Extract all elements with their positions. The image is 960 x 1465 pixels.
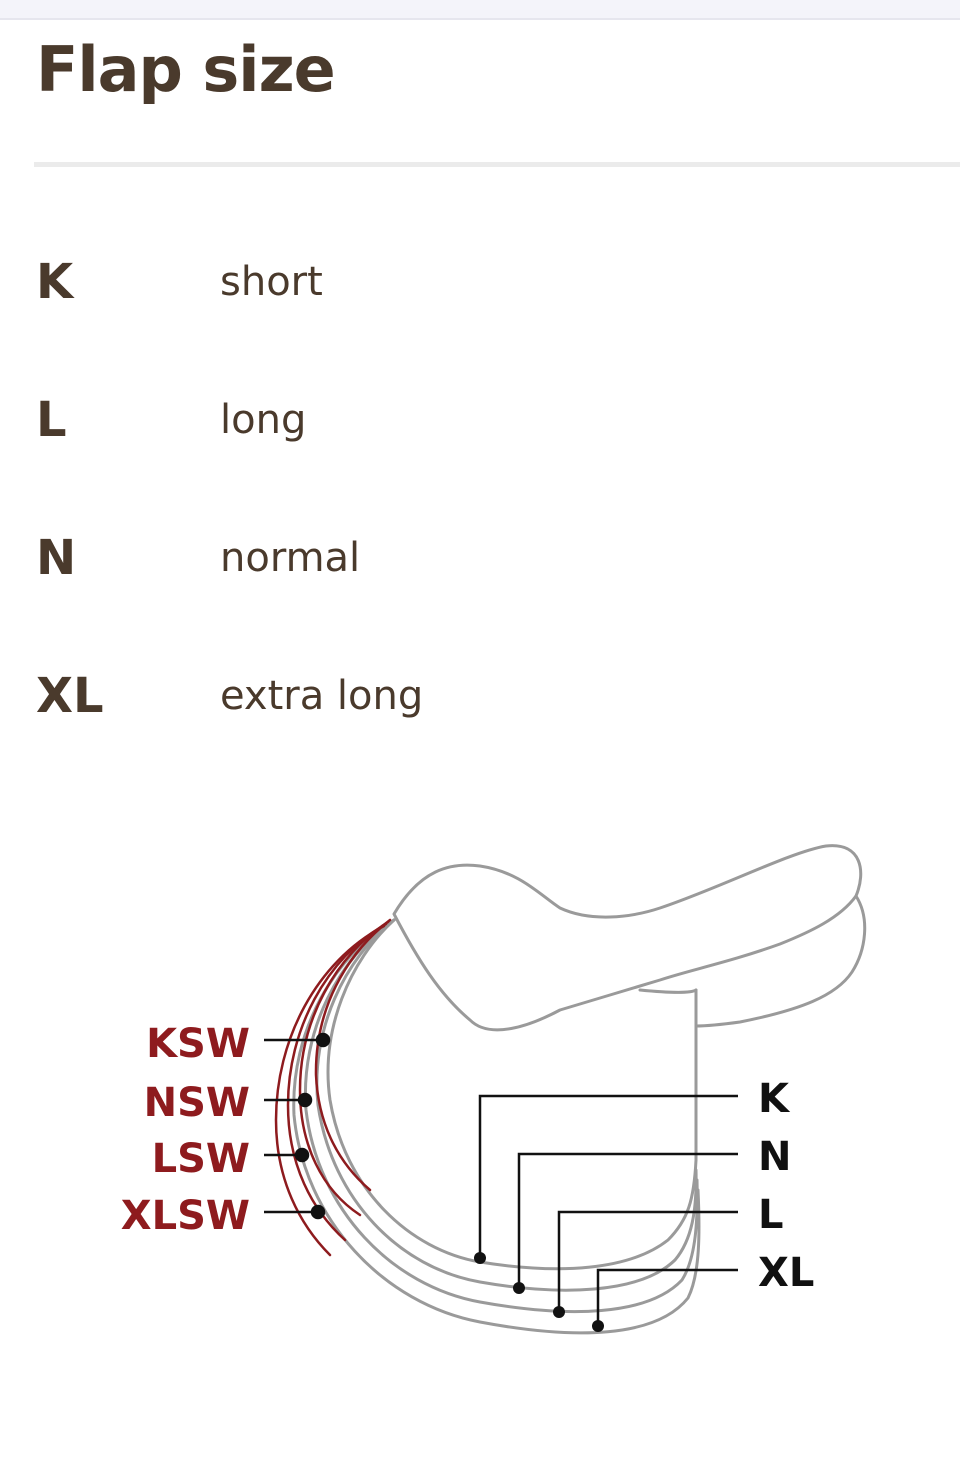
size-code: N xyxy=(36,530,77,586)
label-l: L xyxy=(758,1192,784,1238)
leader-line-l xyxy=(557,1210,738,1312)
size-code: K xyxy=(36,254,74,310)
sw-line-lsw xyxy=(286,922,388,1242)
sw-line-ksw xyxy=(314,918,392,1192)
size-description: short xyxy=(220,259,323,305)
label-xlsw: XLSW xyxy=(121,1193,250,1239)
size-description: extra long xyxy=(220,673,424,719)
page-title: Flap size xyxy=(36,33,336,106)
sw-line-xlsw xyxy=(274,924,386,1257)
label-nsw: NSW xyxy=(144,1080,250,1126)
label-xl: XL xyxy=(758,1250,814,1296)
size-code: XL xyxy=(36,668,104,724)
marker-dot-k xyxy=(474,1252,486,1264)
flap-outline-n xyxy=(315,918,698,1292)
saddle-panel-line xyxy=(638,988,698,994)
flap-outline-l xyxy=(303,918,699,1314)
leader-line-n xyxy=(517,1152,738,1288)
size-code: L xyxy=(36,392,67,448)
marker-dot-xlsw xyxy=(310,1204,326,1220)
divider xyxy=(34,162,960,167)
flap-outline-k xyxy=(326,918,698,1271)
marker-dot-n xyxy=(513,1282,525,1294)
flap-outline-xl xyxy=(292,918,701,1335)
label-k: K xyxy=(758,1076,791,1122)
size-description: normal xyxy=(220,535,361,581)
label-n: N xyxy=(758,1134,791,1180)
leader-line-k xyxy=(478,1094,738,1258)
marker-dot-ksw xyxy=(315,1032,331,1048)
top-bar xyxy=(0,0,960,20)
saddle-flap-diagram: KSW NSW LSW XLSW K N L XL xyxy=(121,844,867,1335)
marker-dot-nsw xyxy=(297,1092,313,1108)
sw-line-nsw xyxy=(298,920,390,1217)
saddle-cantle-outline xyxy=(694,894,867,1028)
label-lsw: LSW xyxy=(152,1136,250,1182)
marker-dot-l xyxy=(553,1306,565,1318)
leader-line-xl xyxy=(596,1268,738,1326)
size-row-xl: XL extra long xyxy=(36,666,736,726)
label-ksw: KSW xyxy=(146,1021,250,1067)
saddle-seat-outline xyxy=(392,844,863,1032)
marker-dot-xl xyxy=(592,1320,604,1332)
size-row-k: K short xyxy=(36,252,736,312)
marker-dot-lsw xyxy=(294,1147,310,1163)
size-row-n: N normal xyxy=(36,528,736,588)
size-description: long xyxy=(220,397,307,443)
size-row-l: L long xyxy=(36,390,736,450)
